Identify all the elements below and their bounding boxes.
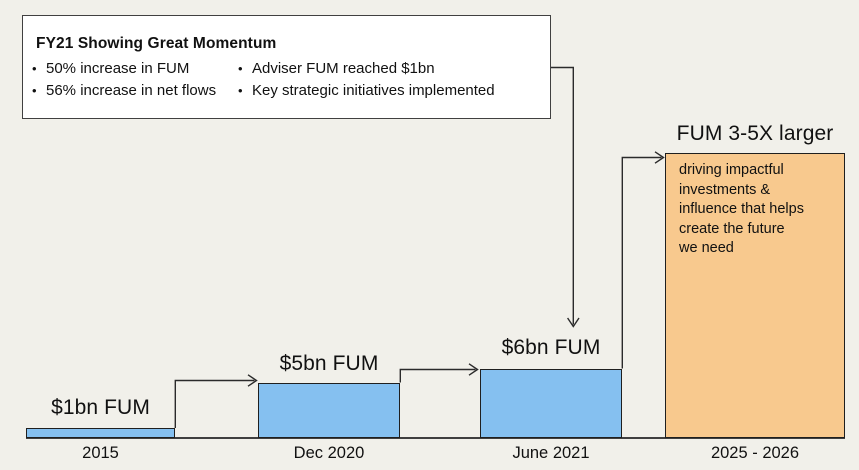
connector-june2021-to-2025 bbox=[621, 156, 662, 369]
projection-note-line: we need bbox=[679, 240, 734, 256]
value-label-2015: $1bn FUM bbox=[51, 396, 150, 419]
projection-note-line: create the future bbox=[679, 220, 785, 237]
category-label-2015: 2015 bbox=[82, 444, 119, 462]
bullet-fum-increase: 50% increase in FUM bbox=[32, 58, 238, 80]
bar-2025-2026 bbox=[665, 153, 845, 438]
callout-title: FY21 Showing Great Momentum bbox=[36, 35, 277, 52]
bullet-netflows-increase: 56% increase in net flows bbox=[32, 80, 238, 102]
arrowhead-right-2 bbox=[468, 363, 479, 376]
arrowhead-right-1 bbox=[247, 374, 258, 387]
arrowhead-right-3 bbox=[654, 151, 665, 164]
category-label-june-2021: June 2021 bbox=[512, 444, 590, 462]
category-label-2025-2026: 2025 - 2026 bbox=[710, 444, 800, 462]
value-label-dec-2020: $5bn FUM bbox=[279, 352, 379, 375]
bar-dec-2020 bbox=[258, 383, 400, 438]
bar-2015 bbox=[26, 428, 175, 438]
projection-note-line: driving impactful bbox=[679, 162, 784, 178]
bullet-strategic-initiatives: Key strategic initiatives implemented bbox=[238, 80, 550, 102]
arrowhead-down bbox=[567, 317, 580, 328]
callout-bullets-right: Adviser FUM reached $1bn Key strategic i… bbox=[238, 58, 550, 101]
momentum-callout-box: FY21 Showing Great Momentum 50% increase… bbox=[22, 15, 551, 119]
connector-2015-to-dec2020 bbox=[174, 379, 255, 428]
callout-bullet-columns: 50% increase in FUM 56% increase in net … bbox=[32, 58, 550, 101]
callout-bullets-left: 50% increase in FUM 56% increase in net … bbox=[32, 58, 238, 101]
projection-note: driving impactful investments & influenc… bbox=[679, 161, 839, 259]
connector-dec2020-to-june2021 bbox=[399, 368, 476, 383]
bullet-adviser-fum: Adviser FUM reached $1bn bbox=[238, 58, 550, 80]
category-label-dec-2020: Dec 2020 bbox=[293, 444, 365, 462]
value-label-june-2021: $6bn FUM bbox=[501, 336, 601, 359]
projection-note-line: influence that helps bbox=[679, 201, 804, 217]
projection-note-line: investments & bbox=[679, 181, 771, 198]
bar-june-2021 bbox=[480, 369, 622, 438]
value-label-2025-2026: FUM 3-5X larger bbox=[676, 122, 834, 145]
connector-callout-to-june2021 bbox=[551, 66, 574, 325]
